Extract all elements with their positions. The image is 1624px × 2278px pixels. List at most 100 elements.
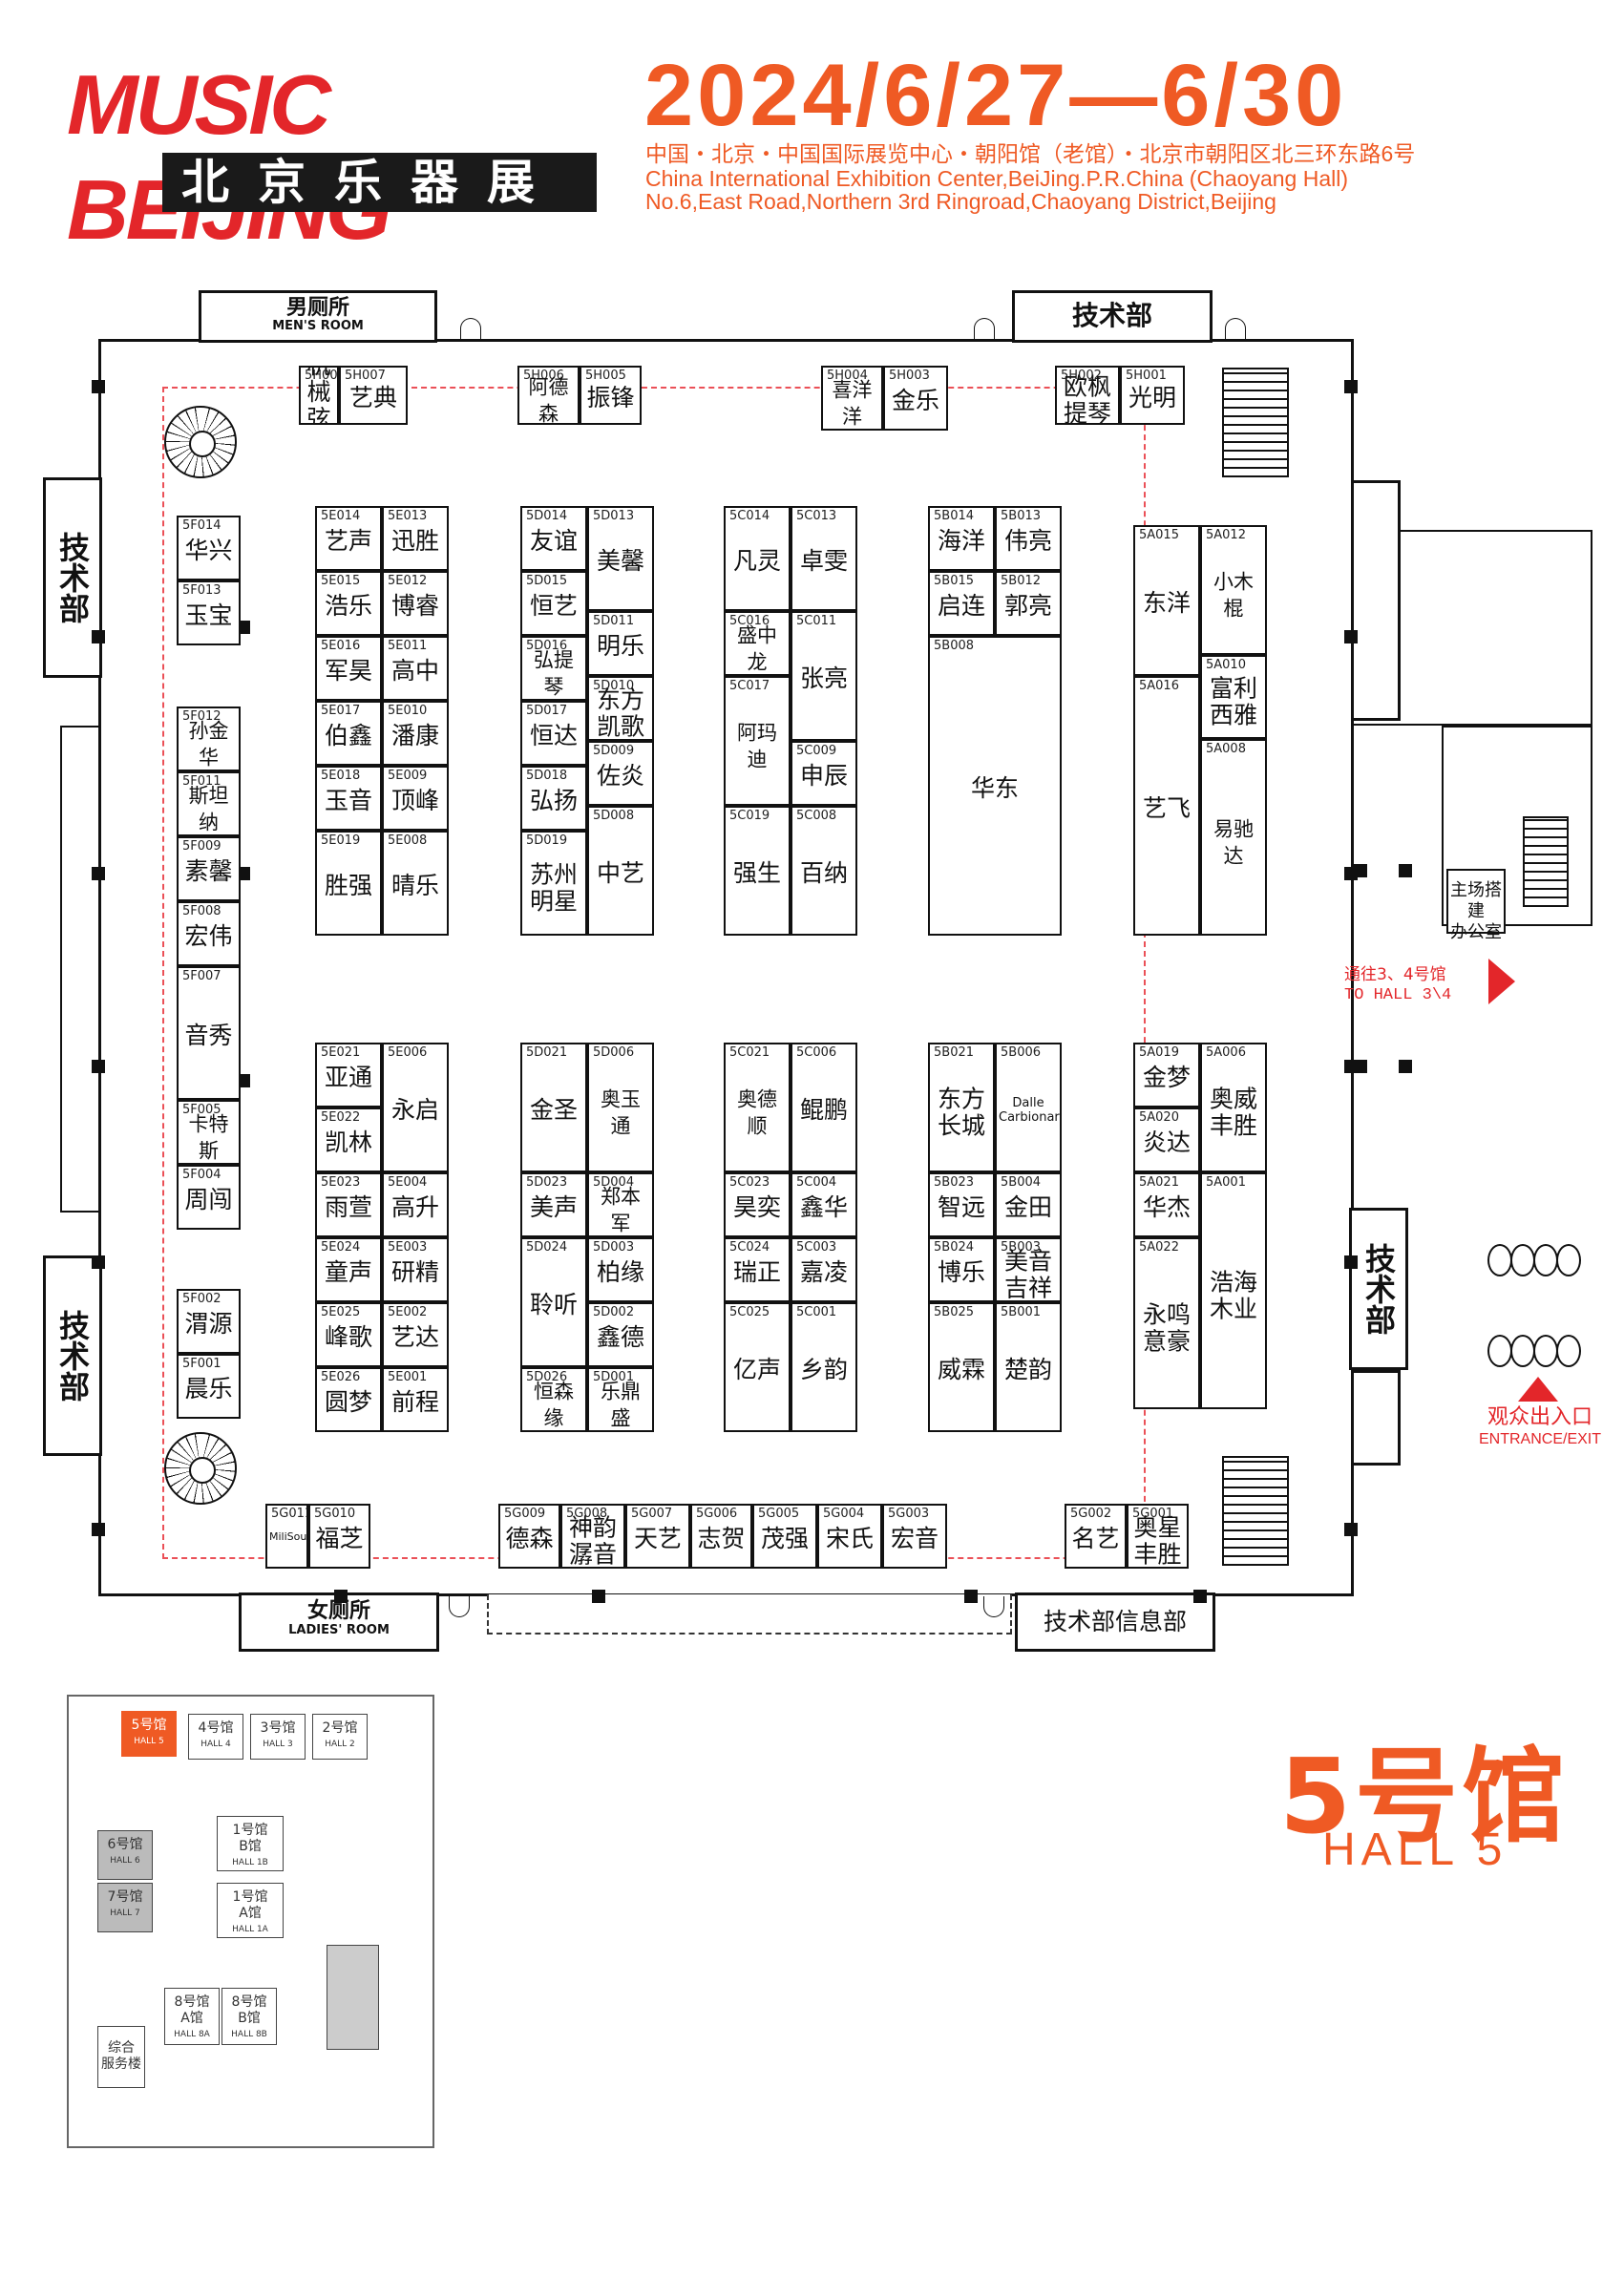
booth-code: 5E001 bbox=[388, 1370, 428, 1384]
booth-code: 5A012 bbox=[1206, 528, 1246, 542]
booth-code: 5E022 bbox=[321, 1110, 361, 1125]
booth-name: 宏音 bbox=[890, 1524, 939, 1552]
booth-name: 友谊 bbox=[529, 526, 578, 555]
booth-code: 5D011 bbox=[593, 614, 635, 628]
booth-5g007: 5G007 天艺 bbox=[625, 1504, 690, 1569]
booth-code: 5H001 bbox=[1126, 369, 1167, 383]
booth-code: 5D024 bbox=[526, 1240, 568, 1255]
booth-name: 晴乐 bbox=[390, 871, 439, 899]
booth-code: 5E011 bbox=[388, 639, 428, 653]
pillar bbox=[1354, 1060, 1367, 1073]
booth-name: 欧枫 提琴 bbox=[1063, 372, 1111, 425]
booth-name: 奥星 丰胜 bbox=[1133, 1513, 1182, 1569]
booth-name: 光明 bbox=[1128, 383, 1176, 411]
booth-name: 军昊 bbox=[324, 656, 372, 685]
booth-name: 喜洋洋 bbox=[832, 378, 873, 429]
tech-dept-left-1: 技术部 bbox=[43, 477, 102, 678]
booth-name: 百纳 bbox=[799, 858, 848, 887]
logo-wordmark: MUSIC BEIJING bbox=[67, 57, 392, 257]
booth-name: 鑫华 bbox=[799, 1192, 848, 1221]
booth-code: 5G007 bbox=[631, 1507, 673, 1521]
pillar bbox=[92, 1060, 105, 1073]
minimap-hall-cn: 1号馆 A馆 bbox=[232, 1889, 268, 1921]
booth-code: 5C024 bbox=[729, 1240, 770, 1255]
booth-code: 5C023 bbox=[729, 1175, 770, 1190]
booth-code: 5A020 bbox=[1139, 1110, 1179, 1125]
minimap-hall-en: HALL 8A bbox=[174, 2030, 210, 2039]
minimap-hall-cn: 1号馆 B馆 bbox=[232, 1823, 268, 1854]
booth-code: 5D001 bbox=[593, 1370, 635, 1384]
booth-code: 5C016 bbox=[729, 614, 770, 628]
minimap-hall-en: HALL 2 bbox=[325, 1740, 355, 1749]
entrance-arrow-icon bbox=[1518, 1377, 1558, 1402]
booth-name: 宋氏 bbox=[825, 1524, 874, 1552]
booth-name: 柏缘 bbox=[596, 1257, 644, 1286]
booth-code: 5A008 bbox=[1206, 742, 1246, 756]
booth-code: 5H006 bbox=[523, 369, 564, 383]
booth-name: 浩海 木业 bbox=[1209, 1268, 1257, 1323]
booth-code: 5A006 bbox=[1206, 1045, 1246, 1060]
booth-5h008: 5H008机械 弦轴 bbox=[299, 366, 339, 425]
booth-name: 乐鼎盛 bbox=[601, 1380, 641, 1430]
stairs-bottom-right bbox=[1222, 1456, 1289, 1566]
booth-code: 5C009 bbox=[796, 744, 837, 758]
booth-name: 美声 bbox=[529, 1192, 578, 1221]
pillar bbox=[1193, 1590, 1207, 1603]
minimap-hall-en: HALL 8B bbox=[231, 2030, 267, 2039]
booth-name: 楚韵 bbox=[1003, 1355, 1052, 1383]
booth-code: 5C011 bbox=[796, 614, 837, 628]
booth-name: 潘康 bbox=[390, 721, 439, 749]
booth-code: 5B013 bbox=[1001, 509, 1042, 523]
booth-name: 福芝 bbox=[315, 1524, 364, 1552]
booth-code: 5F013 bbox=[182, 583, 221, 598]
booth-name: 天艺 bbox=[633, 1524, 682, 1552]
booth-name: 伟亮 bbox=[1003, 526, 1052, 555]
booth-code: 5E002 bbox=[388, 1305, 428, 1319]
booth-code: 5C013 bbox=[796, 509, 837, 523]
booth-name: 艺飞 bbox=[1142, 793, 1191, 822]
event-dates: 2024/6/27—6/30 bbox=[644, 47, 1348, 144]
minimap-service-building: 综合 服务楼 bbox=[97, 2026, 145, 2088]
booth-code: 5E023 bbox=[321, 1175, 361, 1190]
booth-code: 5E025 bbox=[321, 1305, 361, 1319]
booth-name: 易驰达 bbox=[1213, 817, 1254, 868]
booth-5g011: 5G011MiliSound bbox=[265, 1504, 308, 1569]
booth-name: 素馨 bbox=[184, 856, 233, 885]
booth-name: 阿德森 bbox=[528, 375, 569, 425]
booth-code: 5A015 bbox=[1139, 528, 1179, 542]
booth-code: 5E004 bbox=[388, 1175, 428, 1190]
booth-name: 渭源 bbox=[184, 1309, 233, 1338]
booth-code: 5E014 bbox=[321, 509, 361, 523]
